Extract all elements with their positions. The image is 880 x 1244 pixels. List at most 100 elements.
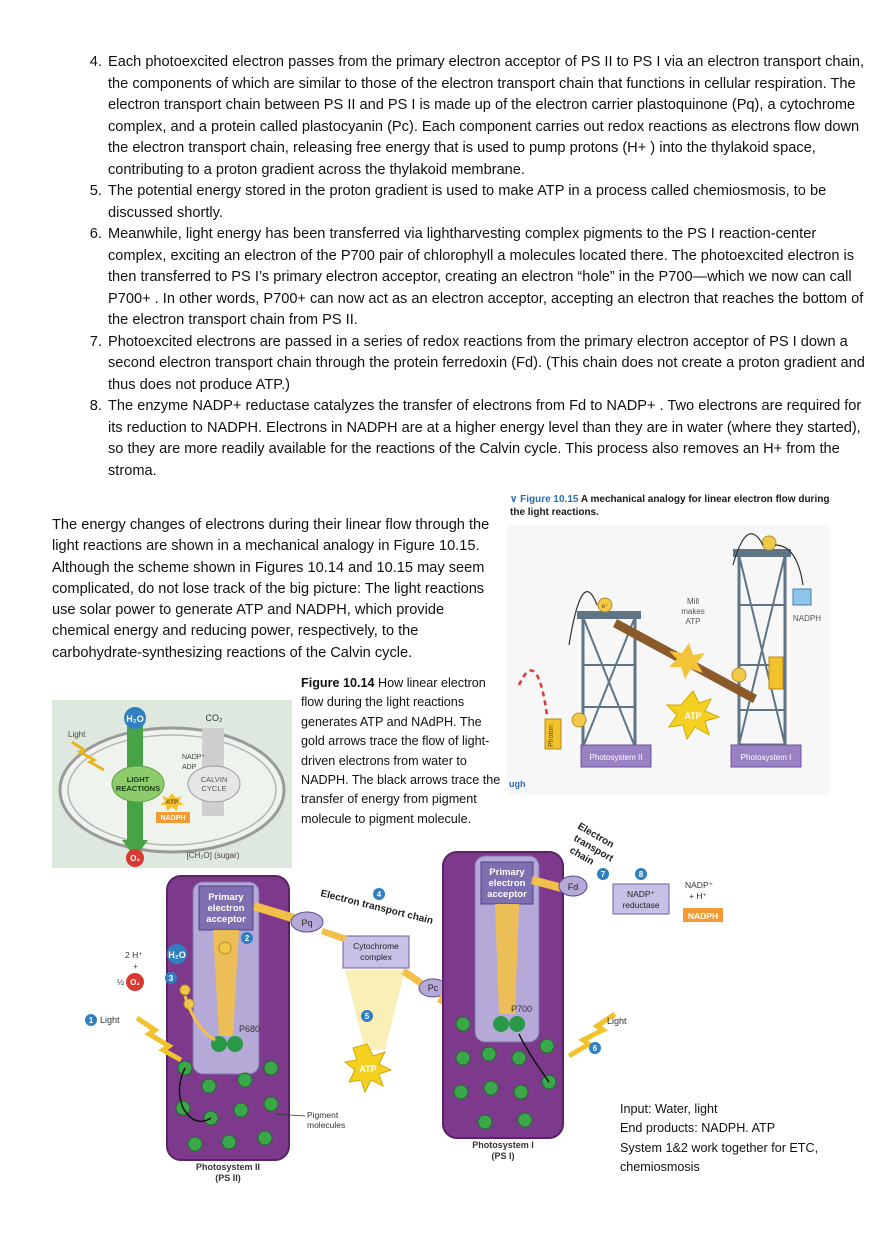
figure-10-14-caption: Figure 10.14 How linear electron flow du… — [301, 674, 501, 829]
photon-box-1 — [544, 718, 562, 750]
cytochrome-label-line1: Cytochrome — [353, 941, 399, 951]
ps1-energy-transfer-arrows — [518, 1033, 550, 1083]
scheme-h2o-label: H₂O — [168, 950, 186, 960]
summary-notes: Input: Water, light End products: NADPH.… — [620, 1100, 850, 1178]
scheme-atp-label: ATP — [359, 1064, 376, 1074]
badge-1-label: 1 — [89, 1016, 94, 1025]
badge-5-label: 5 — [365, 1012, 370, 1021]
light-reactions-label-line2: REACTIONS — [116, 784, 160, 793]
calvin-label-line1: CALVIN — [201, 775, 228, 784]
scheme-o2-label: O₂ — [130, 978, 140, 987]
step-7: Photoexcited electrons are passed in a s… — [106, 332, 870, 397]
badge-2-label: 2 — [245, 934, 250, 943]
figure-10-15-label: ∨ Figure 10.15 — [510, 494, 579, 505]
ps1-primary-acceptor-box — [480, 861, 534, 905]
pq-to-cyt-arrow — [321, 928, 347, 942]
figure-10-15-caption: ∨ Figure 10.15 A mechanical analogy for … — [510, 493, 830, 519]
nadp-reductase-box — [612, 883, 670, 915]
p680-right — [227, 1036, 243, 1052]
scheme-h2o-circle — [167, 944, 187, 964]
ps1-light-bolt — [567, 1011, 617, 1059]
pq-carrier — [290, 911, 324, 933]
mill-label-line3: ATP — [686, 617, 701, 626]
ps2-primary-acceptor-box — [198, 885, 254, 931]
nadph-bucket — [792, 588, 812, 606]
analogy-nadph-label: NADPH — [793, 614, 821, 623]
cytochrome-complex — [342, 935, 410, 969]
badge-2 — [241, 932, 253, 944]
ps2-light-label: Light — [100, 1015, 120, 1025]
linear-electron-flow-scheme: Primary electron acceptor P680 1 Light H… — [85, 821, 723, 1183]
analogy-drop-arc — [774, 544, 804, 586]
badge-4 — [373, 888, 385, 900]
ps1-energy-arrow — [495, 904, 519, 1014]
notes-systems: System 1&2 work together for ETC, chemio… — [620, 1140, 819, 1175]
ps2-acceptor-line1: Primary — [208, 892, 244, 903]
overview-o2-label: O₂ — [130, 854, 140, 863]
ps1-label-line2: (PS I) — [491, 1151, 514, 1161]
nadp-plus-label-line2: + H⁺ — [689, 891, 707, 901]
badge-8-label: 8 — [639, 870, 644, 879]
nadp-plus-label-line1: NADP⁺ — [685, 880, 714, 890]
acceptor-to-fd-arrow — [531, 876, 563, 892]
figure-10-15-text: A mechanical analogy for linear electron… — [510, 494, 830, 518]
overview-nadph-box — [156, 812, 190, 823]
water-electron-path — [183, 995, 216, 1042]
p700-left — [493, 1016, 509, 1032]
ps1-acceptor-line1: Primary — [489, 867, 525, 878]
ps2-acceptor-line3: acceptor — [206, 914, 246, 925]
badge-5 — [361, 1010, 373, 1022]
analogy-jump-arc-2 — [732, 533, 764, 566]
figure-10-14-text: How linear electron flow during the ligh… — [301, 676, 501, 826]
nadp-reductase-line2: reductase — [622, 900, 660, 910]
chloroplast-inner-membrane — [67, 734, 277, 846]
ps2-label-line2: (PS II) — [215, 1173, 241, 1183]
photon-box-2 — [768, 656, 784, 690]
overview-nadp-label: NADP⁺ — [182, 754, 205, 761]
analogy-electron-4 — [571, 712, 587, 728]
two-h-label-line2: + — [133, 961, 138, 971]
analogy-jump-arc-1 — [568, 591, 598, 646]
analogy-electron-1-label: e⁻ — [602, 604, 609, 610]
pigment-label-line1: Pigment — [307, 1110, 339, 1120]
figure-10-14-label: Figure 10.14 — [301, 676, 375, 690]
ps2-acceptor-line2: electron — [208, 903, 245, 914]
photon-label-1: Photon — [548, 725, 555, 747]
ps2-energy-transfer-arrows — [178, 1067, 212, 1123]
step-6: Meanwhile, light energy has been transfe… — [106, 224, 870, 332]
nadp-reductase-line1: NADP⁺ — [627, 889, 656, 899]
ps2-label-line1: Photosystem II — [196, 1162, 260, 1172]
ps1-tower — [733, 549, 791, 747]
scheme-nadph-box — [683, 908, 723, 922]
overview-atp-label: ATP — [166, 799, 179, 806]
steps-list: Each photoexcited electron passes from t… — [66, 52, 870, 482]
badge-7 — [597, 868, 609, 880]
chloroplast-outline — [58, 726, 286, 854]
overview-nadph-label: NADPH — [161, 815, 186, 822]
analogy-electron-2 — [731, 667, 747, 683]
ps1-acceptor-line3: acceptor — [487, 889, 527, 900]
analogy-ps2-label: Photosystem II — [590, 753, 643, 762]
photon-arc-1 — [517, 669, 549, 716]
p700-right — [509, 1016, 525, 1032]
overview-atp-burst — [160, 793, 184, 811]
atp-energy-cone — [345, 970, 405, 1050]
ps2-base — [580, 744, 652, 768]
p680-label: P680 — [239, 1024, 260, 1034]
overview-light-bolt — [71, 740, 105, 772]
analogy-cut-text: ugh — [509, 779, 526, 789]
badge-7-label: 7 — [601, 870, 606, 879]
step-4: Each photoexcited electron passes from t… — [106, 52, 870, 181]
mechanical-analogy-diagram: Mill makes ATP NADPH e⁻ Photon ATP Photo… — [507, 525, 830, 795]
fd-carrier — [558, 875, 588, 897]
analogy-paragraph: The energy changes of electrons during t… — [52, 517, 490, 661]
ps1-pigments — [453, 1016, 557, 1130]
notes-end-products: End products: NADPH. ATP — [620, 1121, 776, 1136]
cytochrome-label-line2: complex — [360, 952, 392, 962]
notes-input: Input: Water, light — [620, 1102, 718, 1116]
acceptor-to-pq-arrow — [253, 902, 295, 922]
ps2-electron-1 — [218, 941, 232, 955]
step-5: The potential energy stored in the proto… — [106, 181, 870, 224]
chloroplast-overview-diagram: H₂O CO₂ Light LIGHT REACTIONS NADP⁺ ADP … — [52, 700, 292, 868]
calvin-cycle-blob — [187, 765, 241, 803]
